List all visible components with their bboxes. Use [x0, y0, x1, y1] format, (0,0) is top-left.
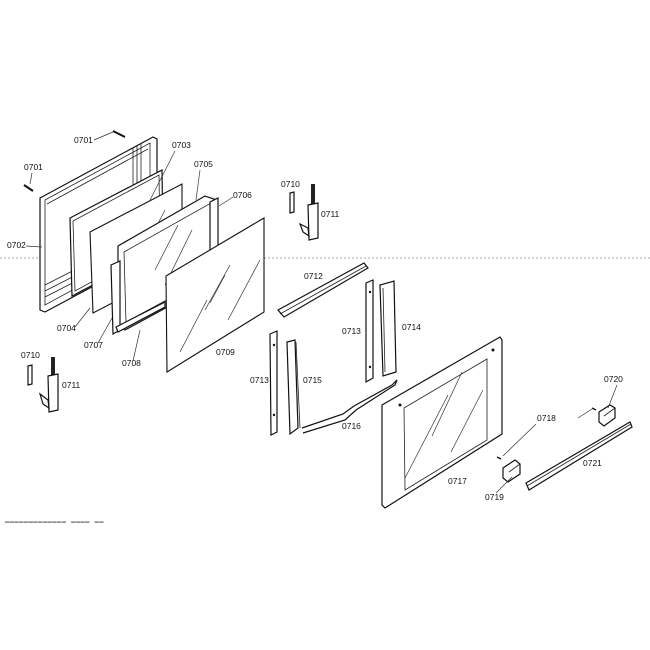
label-0701-top: 0701 [74, 135, 93, 145]
part-0715-side-strip [286, 339, 301, 436]
part-0712-top-profile [277, 262, 369, 318]
label-0711-top: 0711 [321, 209, 340, 219]
label-0701-left: 0701 [24, 162, 43, 172]
part-0701-screw-left [23, 184, 34, 192]
part-0713-rail-left [269, 330, 278, 436]
part-0711-hinge-top [298, 184, 319, 241]
label-0703: 0703 [172, 140, 191, 150]
part-0714-side-strip [379, 280, 397, 377]
label-0714: 0714 [402, 322, 421, 332]
part-0718-screw-a [496, 456, 502, 460]
leader-lines [25, 131, 618, 494]
part-labels: 0701 0701 0703 0705 0706 0702 0710 0711 … [7, 135, 623, 502]
label-0721: 0721 [583, 458, 602, 468]
label-0715: 0715 [303, 375, 322, 385]
part-0707-strip [110, 260, 121, 336]
label-0716: 0716 [342, 421, 361, 431]
label-0710-bottom: 0710 [21, 350, 40, 360]
label-0713-right: 0713 [342, 326, 361, 336]
label-0705: 0705 [194, 159, 213, 169]
part-0709-outer-glass [165, 217, 265, 373]
part-0721-handle [525, 421, 633, 491]
part-0718-screw-b [591, 407, 597, 411]
label-0709: 0709 [216, 347, 235, 357]
label-0719: 0719 [485, 492, 504, 502]
label-0702: 0702 [7, 240, 26, 250]
label-0708: 0708 [122, 358, 141, 368]
part-0708-bottom-strip [115, 301, 166, 333]
label-0713-left: 0713 [250, 375, 269, 385]
label-0707: 0707 [84, 340, 103, 350]
label-0717: 0717 [448, 476, 467, 486]
part-0717-outer-door-frame [381, 336, 503, 509]
label-0720: 0720 [604, 374, 623, 384]
part-0710-hinge-cover-top [289, 191, 295, 214]
part-0701-screw-top [112, 130, 126, 138]
label-0704: 0704 [57, 323, 76, 333]
part-0710-hinge-cover-bottom [27, 364, 33, 386]
label-0711-bottom: 0711 [62, 380, 81, 390]
label-0706: 0706 [233, 190, 252, 200]
part-0719-end-cap [502, 459, 521, 483]
label-0712: 0712 [304, 271, 323, 281]
part-0716-bottom-profile [301, 379, 398, 434]
part-0720-end-cap [598, 404, 616, 427]
footer-reference-text: ▁▁▁▁▁▁▁▁▁▁▁▁▁ ▁▁▁▁ ▁▁ [5, 516, 104, 524]
part-0711-hinge-bottom [38, 357, 59, 413]
label-0718: 0718 [537, 413, 556, 423]
label-0710-top: 0710 [281, 179, 300, 189]
part-0713-rail-right [365, 279, 374, 384]
